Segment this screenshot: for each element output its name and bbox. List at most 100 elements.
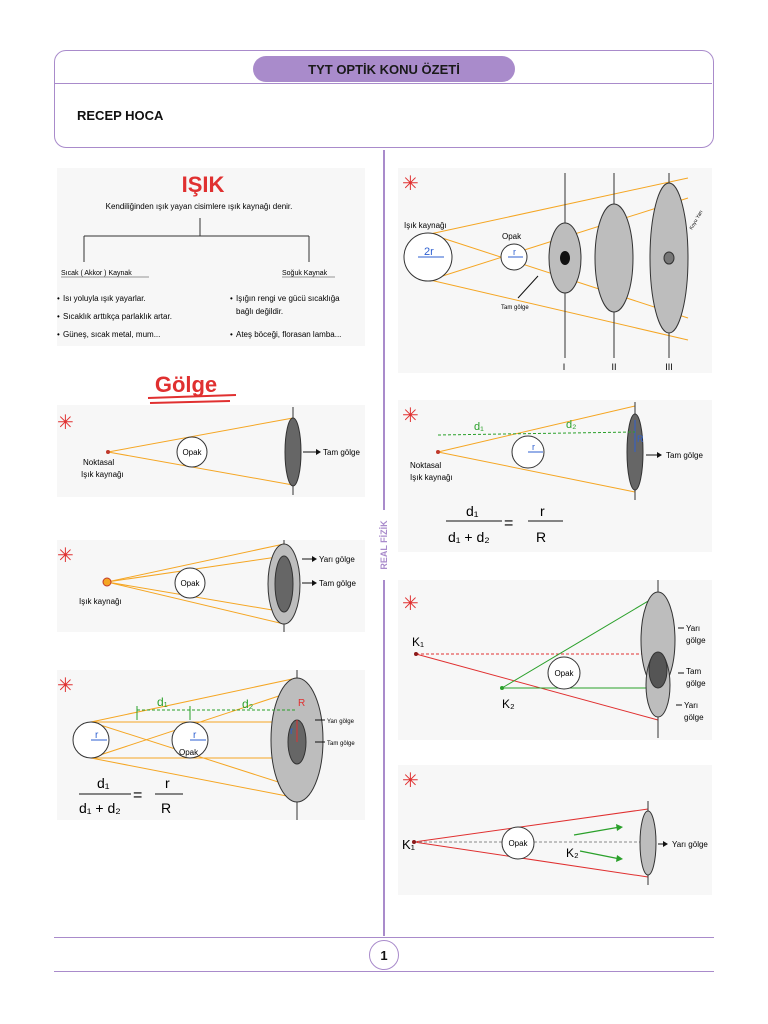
- opak-label: Opak: [554, 669, 574, 678]
- screen-2-label: II: [611, 362, 616, 372]
- noktasal-label: Noktasal: [410, 461, 441, 470]
- formula-R: R: [536, 529, 546, 545]
- star-icon: ✳: [402, 770, 419, 792]
- r-label: r: [290, 726, 294, 737]
- side-label: REAL FİZİK: [374, 510, 394, 580]
- noktasal-label: Noktasal: [83, 458, 114, 467]
- k2-label: K₂: [566, 846, 579, 860]
- umbra: [274, 555, 294, 613]
- diagram-point-source: ✳ Opak Tam gölge Noktasal Işık kaynağı: [57, 405, 365, 497]
- yari-golge-label: Yarı gölge: [327, 719, 355, 725]
- r-label: r: [532, 442, 535, 452]
- d2-label: d₂: [566, 419, 576, 431]
- hot-item-2: Sıcaklık arttıkça parlaklık artar.: [63, 312, 172, 321]
- diagram-two-sources: ✳ K₁ K₂ Opak Yarı gölge Tam gölge Yarı g…: [398, 580, 712, 740]
- golge-title: Gölge: [155, 372, 217, 397]
- r-label: r: [513, 247, 516, 257]
- screen-1-label: I: [563, 362, 566, 372]
- side-label-text: REAL FİZİK: [379, 520, 389, 570]
- isik-title: IŞIK: [182, 172, 225, 197]
- light-source: [102, 577, 112, 587]
- formula-r: r: [540, 503, 545, 519]
- hot-bullet: •: [57, 294, 60, 303]
- r-label: r: [193, 730, 197, 741]
- full-shadow: [284, 417, 302, 487]
- isik-kaynagi-label: Işık kaynağı: [410, 473, 453, 482]
- golge-underline: [147, 394, 237, 404]
- cold-item-2: bağlı değildir.: [236, 307, 283, 316]
- formula-d1: d₁: [466, 503, 479, 519]
- isik-kaynagi-label: Işık kaynağı: [404, 221, 447, 230]
- ray: [107, 417, 294, 453]
- d1-label: d₁: [474, 421, 484, 433]
- header-frame: [54, 50, 714, 148]
- tam-golge-label: Tam gölge: [323, 448, 360, 457]
- cold-item-3: Ateş böceği, florasan lamba...: [236, 330, 341, 339]
- opak-label: Opak: [182, 448, 202, 457]
- r-label: r: [95, 730, 99, 741]
- R-label: R: [298, 698, 305, 709]
- koyu-yari-label: Koyu Yarı: [689, 209, 705, 231]
- diagram-penumbra-only: ✳ K₁ Opak K₂ Yarı gölge: [398, 765, 712, 895]
- cold-bullet: •: [230, 330, 233, 339]
- tam-golge-label: Tam gölge: [666, 451, 703, 460]
- yari-golge-label: Yarı gölge: [319, 555, 355, 564]
- golge-heading: Gölge: [147, 372, 237, 404]
- opak-label: Opak: [180, 579, 200, 588]
- formula-eq: =: [133, 787, 142, 804]
- opaque-ball: [547, 656, 581, 690]
- star-icon: ✳: [402, 173, 419, 195]
- point-source: [106, 450, 110, 454]
- star-icon: ✳: [57, 412, 74, 434]
- hot-bullet: •: [57, 312, 60, 321]
- diagram-three-screens: ✳ 2r Işık kaynağı r Opak Tam gölge Koyu …: [398, 168, 712, 373]
- isik-kaynagi-label: Işık kaynağı: [81, 470, 124, 479]
- cold-bullet: •: [230, 294, 233, 303]
- yari-label: Yarı: [684, 701, 698, 710]
- formula-d1-d2: d₁ + d₂: [79, 800, 121, 816]
- umbra: [648, 651, 668, 689]
- formula-eq: =: [504, 515, 513, 532]
- tam-golge-label: Tam gölge: [501, 305, 529, 311]
- penumbra: [639, 810, 657, 876]
- tam-label: Tam: [686, 667, 701, 676]
- golge-label: gölge: [686, 679, 706, 688]
- screen-3-label: III: [665, 362, 673, 372]
- header-divider: [55, 83, 712, 84]
- opaque-ball: [501, 826, 535, 860]
- diagram-extended-source: ✳ Opak Yarı gölge Tam gölge Işık kaynağı: [57, 540, 365, 632]
- diagram-point-ratio: ✳ r R d₁ d₂ Tam gölge Noktasal Işık kayn…: [398, 400, 712, 552]
- author-name: RECEP HOCA: [77, 108, 164, 123]
- cold-source-label: Soğuk Kaynak: [282, 270, 328, 277]
- ray: [107, 451, 294, 486]
- k2-label: K₂: [502, 697, 515, 711]
- cold-item-1: Işığın rengi ve gücü sıcaklığa: [236, 294, 340, 303]
- hot-bullet: •: [57, 330, 60, 339]
- R-label: R: [637, 434, 644, 444]
- tree-lines: [83, 218, 310, 262]
- golge-label: gölge: [684, 713, 704, 722]
- 2r-label: 2r: [424, 246, 434, 258]
- screen-2-shadow: [594, 203, 634, 313]
- isik-definition: Kendiliğinden ışık yayan cisimlere ışık …: [106, 202, 293, 211]
- opak-label: Opak: [508, 839, 528, 848]
- k1-label: K₁: [402, 837, 416, 852]
- formula-d1-d2: d₁ + d₂: [448, 529, 490, 545]
- formula-r: r: [165, 775, 170, 791]
- star-icon: ✳: [57, 675, 74, 697]
- tam-golge-label: Tam gölge: [327, 741, 355, 747]
- star-icon: ✳: [402, 405, 419, 427]
- star-icon: ✳: [57, 545, 74, 567]
- opak-label: Opak: [502, 232, 522, 241]
- hot-item-1: Isı yoluyla ışık yayarlar.: [63, 294, 146, 303]
- page-number: 1: [369, 940, 399, 970]
- yari-label: Yarı: [686, 624, 700, 633]
- k1-label: K₁: [412, 635, 424, 649]
- diagram-ratio: ✳ r r Opak R r d₁ d₂ Yarı gölge Tam gölg…: [57, 670, 365, 820]
- footer-line-bottom: [54, 971, 714, 972]
- hot-item-3: Güneş, sıcak metal, mum...: [63, 330, 160, 339]
- formula-d1: d₁: [97, 775, 110, 791]
- isik-panel: IŞIK Kendiliğinden ışık yayan cisimlere …: [57, 168, 365, 346]
- footer-line-top: [54, 937, 714, 938]
- tam-golge-label: Tam gölge: [319, 579, 356, 588]
